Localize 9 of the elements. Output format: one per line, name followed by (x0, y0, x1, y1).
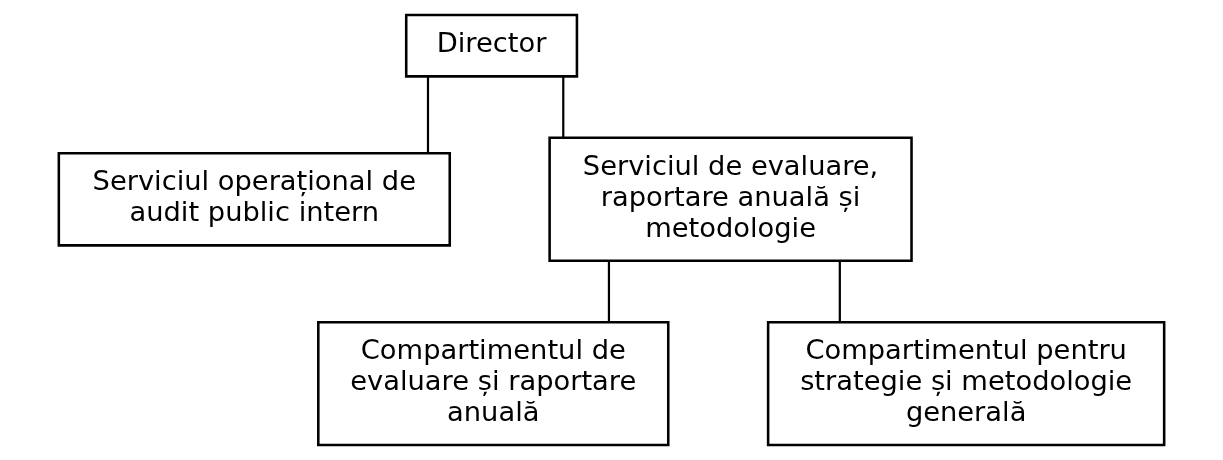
connector (838, 261, 841, 322)
node-box: Compartimentul pentru strategie și metodologie generală (766, 320, 1166, 447)
connector (562, 76, 565, 138)
node-box: Serviciul de evaluare, raportare anuală și metodologie (548, 136, 913, 262)
node-box: Director (404, 13, 579, 78)
node-box: Compartimentul de evaluare și raportare anuală (317, 320, 670, 447)
connector (426, 76, 430, 154)
connector (607, 261, 611, 322)
node-box: Serviciul operațional de audit public intern (57, 151, 452, 247)
